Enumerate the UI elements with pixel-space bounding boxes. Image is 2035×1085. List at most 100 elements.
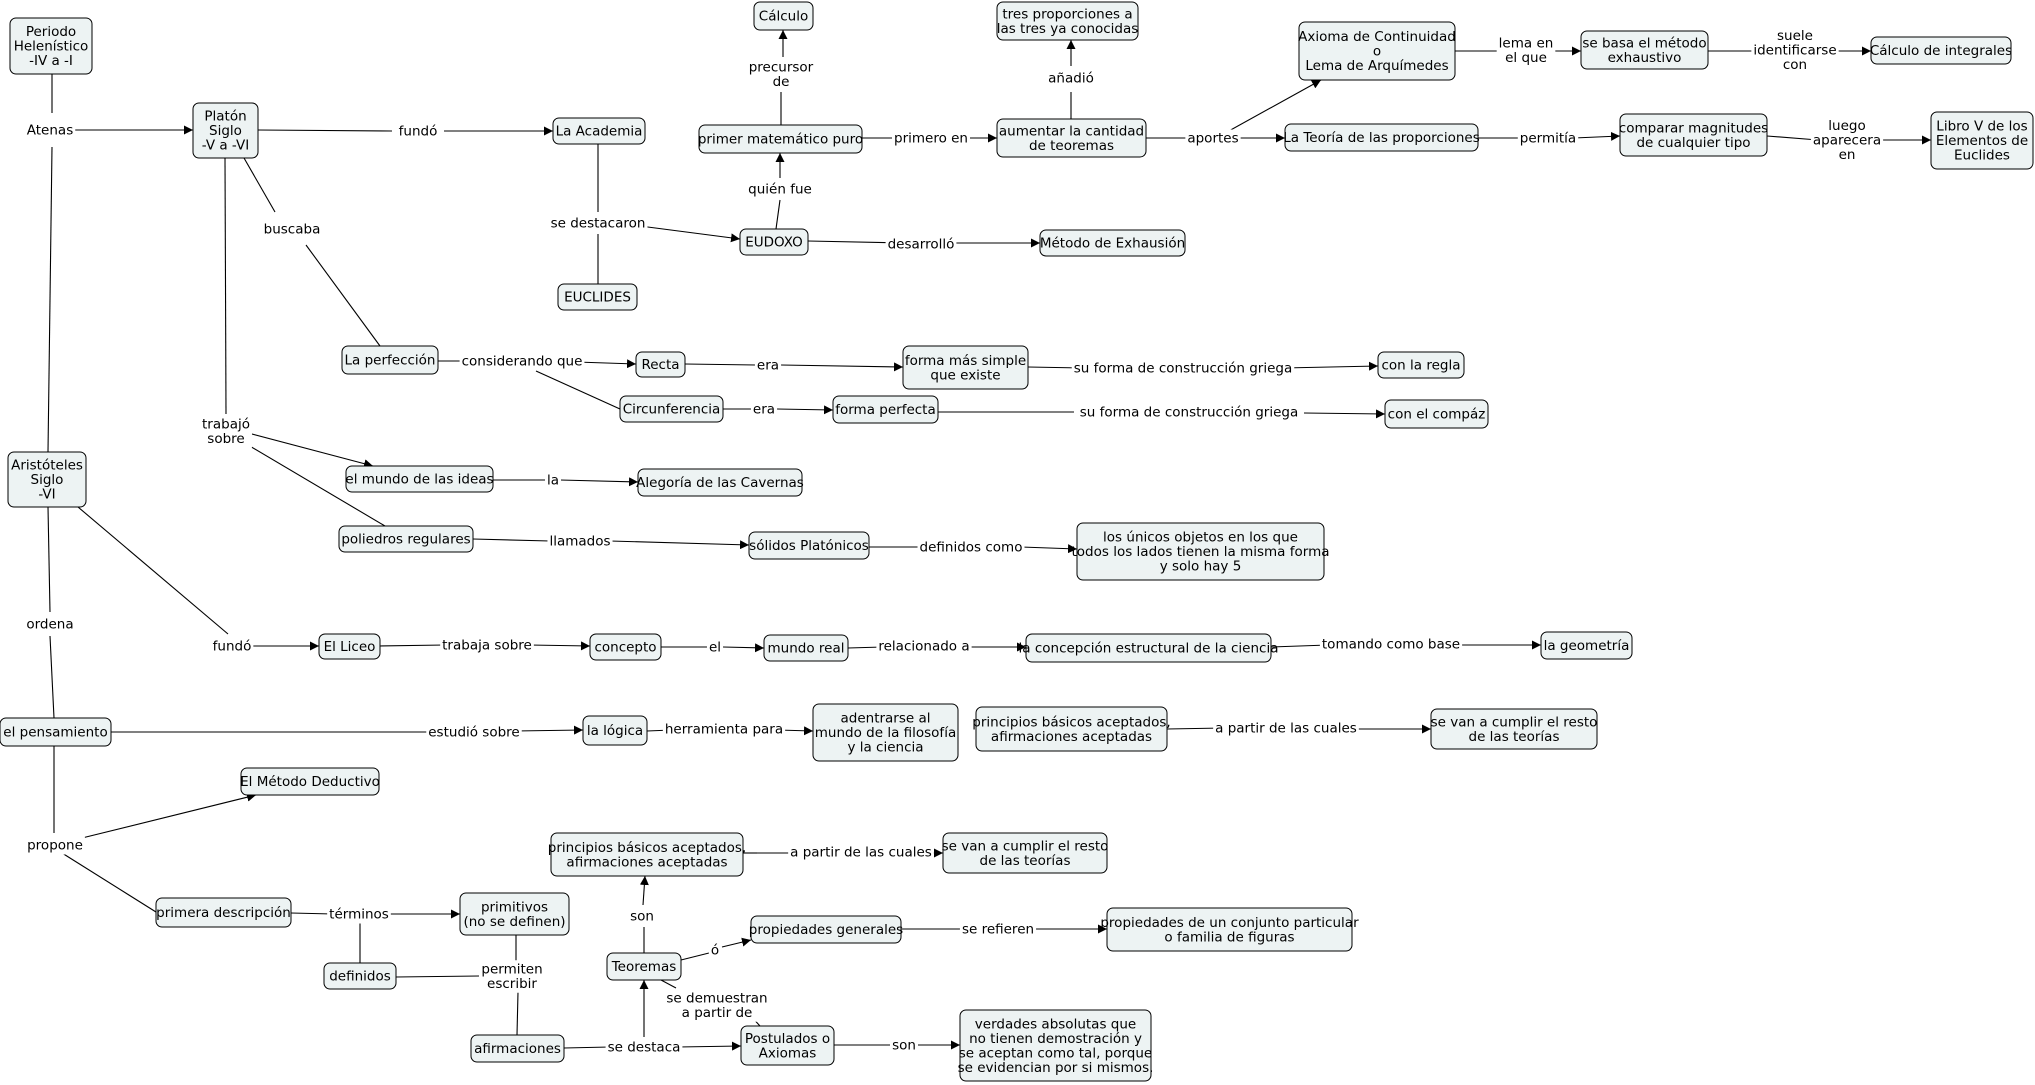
- link-label-son1: son: [628, 907, 656, 926]
- concept-concepto[interactable]: concepto: [589, 633, 662, 661]
- connector-fundo-academia: [257, 129, 393, 132]
- concept-calculo[interactable]: Cálculo: [753, 1, 814, 31]
- concept-box: [7, 451, 87, 508]
- link-label-text: fundó: [399, 124, 438, 140]
- link-label-text: términos: [329, 907, 389, 923]
- link-label-text: el: [709, 640, 721, 656]
- connector-o: [680, 952, 710, 961]
- concept-eudoxo[interactable]: EUDOXO: [739, 228, 809, 256]
- concept-box: [812, 703, 959, 762]
- concept-definidos[interactable]: definidos: [323, 962, 397, 990]
- link-label-quien-fue: quién fue: [746, 180, 814, 199]
- link-label-text: quién fue: [748, 182, 812, 198]
- connector-definidos-como: [1020, 544, 1078, 554]
- link-label-text: herramienta para: [665, 722, 783, 738]
- concept-circunferencia[interactable]: Circunferencia: [619, 395, 724, 423]
- connector-terminos: [290, 912, 334, 915]
- connector-propone: [81, 792, 257, 839]
- concept-pensamiento[interactable]: el pensamiento: [0, 717, 112, 747]
- concept-geometria[interactable]: la geometría: [1540, 631, 1633, 660]
- connector-buscaba: [243, 157, 276, 213]
- concept-perfeccion[interactable]: La perfección: [341, 345, 439, 375]
- concept-academia[interactable]: La Academia: [552, 117, 646, 145]
- connector-el: [722, 643, 765, 653]
- concept-con-regla[interactable]: con la regla: [1377, 351, 1465, 379]
- concept-box: [975, 706, 1168, 752]
- concept-afirmaciones[interactable]: afirmaciones: [470, 1034, 565, 1063]
- concept-mundo-real[interactable]: mundo real: [763, 634, 849, 662]
- concept-box: [155, 897, 292, 928]
- concept-primitivos[interactable]: primitivos(no se definen): [459, 892, 570, 936]
- connector-llamados: [472, 538, 551, 542]
- concept-box: [1540, 631, 1633, 660]
- concept-concepcion[interactable]: la concepción estructural de la ciencia: [1019, 633, 1279, 663]
- link-label-text: trabaja sobre: [442, 638, 532, 654]
- link-label-herramienta: herramienta para: [662, 720, 786, 739]
- link-label-son2: son: [890, 1036, 918, 1055]
- connector-ordena: [47, 506, 51, 613]
- link-label-text: son: [892, 1038, 916, 1054]
- concept-primera-descripcion[interactable]: primera descripción: [155, 897, 292, 928]
- concept-solidos[interactable]: sólidos Platónicos: [748, 531, 870, 560]
- concept-euclides[interactable]: EUCLIDES: [557, 283, 638, 311]
- connector-permiten: [516, 991, 519, 1036]
- concept-text: sólidos Platónicos: [749, 538, 869, 554]
- concept-liceo[interactable]: El Liceo: [318, 633, 381, 660]
- connector-era1: [780, 362, 904, 372]
- connector-se-destaca: [563, 1046, 611, 1049]
- concept-recta[interactable]: Recta: [635, 351, 686, 378]
- concept-logica[interactable]: la lógica: [582, 715, 648, 746]
- concept-teoria-proporciones[interactable]: La Teoría de las proporciones: [1283, 123, 1480, 152]
- concept-forma-perfecta[interactable]: forma perfecta: [832, 395, 939, 424]
- concept-metodo-deductivo[interactable]: El Método Deductivo: [240, 767, 380, 796]
- concept-teoremas[interactable]: Teoremas: [606, 952, 682, 981]
- concept-principios1[interactable]: principios básicos aceptados,afirmacione…: [972, 706, 1171, 752]
- concept-text: La Academia: [556, 124, 643, 140]
- concept-box: [318, 633, 381, 660]
- concept-text: primitivos(no se definen): [463, 899, 565, 930]
- concept-poliedros[interactable]: poliedros regulares: [338, 525, 474, 553]
- concept-alegoria[interactable]: Alegoría de las Cavernas: [636, 468, 804, 497]
- concept-propiedades-generales[interactable]: propiedades generales: [749, 915, 903, 944]
- concept-con-compas[interactable]: con el compáz: [1384, 399, 1489, 429]
- concept-metodo-exhaustion[interactable]: Método de Exhausión: [1039, 229, 1186, 257]
- concept-box: [1384, 399, 1489, 429]
- concept-mundo-ideas[interactable]: el mundo de las ideas: [345, 465, 494, 493]
- concept-principios2[interactable]: principios básicos aceptados,afirmacione…: [548, 832, 746, 877]
- concept-primer-matematico[interactable]: primer matemático puro: [698, 124, 863, 154]
- link-label-el: el: [706, 638, 724, 657]
- concept-calculo-integrales[interactable]: Cálculo de integrales: [1870, 36, 2012, 65]
- concept-text: el mundo de las ideas: [345, 472, 493, 488]
- link-label-text: relacionado a: [878, 639, 969, 655]
- link-label-primero-en: primero en: [892, 129, 970, 148]
- concept-box: [606, 952, 682, 981]
- concept-box: [635, 351, 686, 378]
- connector-se-destacaron: [639, 225, 741, 243]
